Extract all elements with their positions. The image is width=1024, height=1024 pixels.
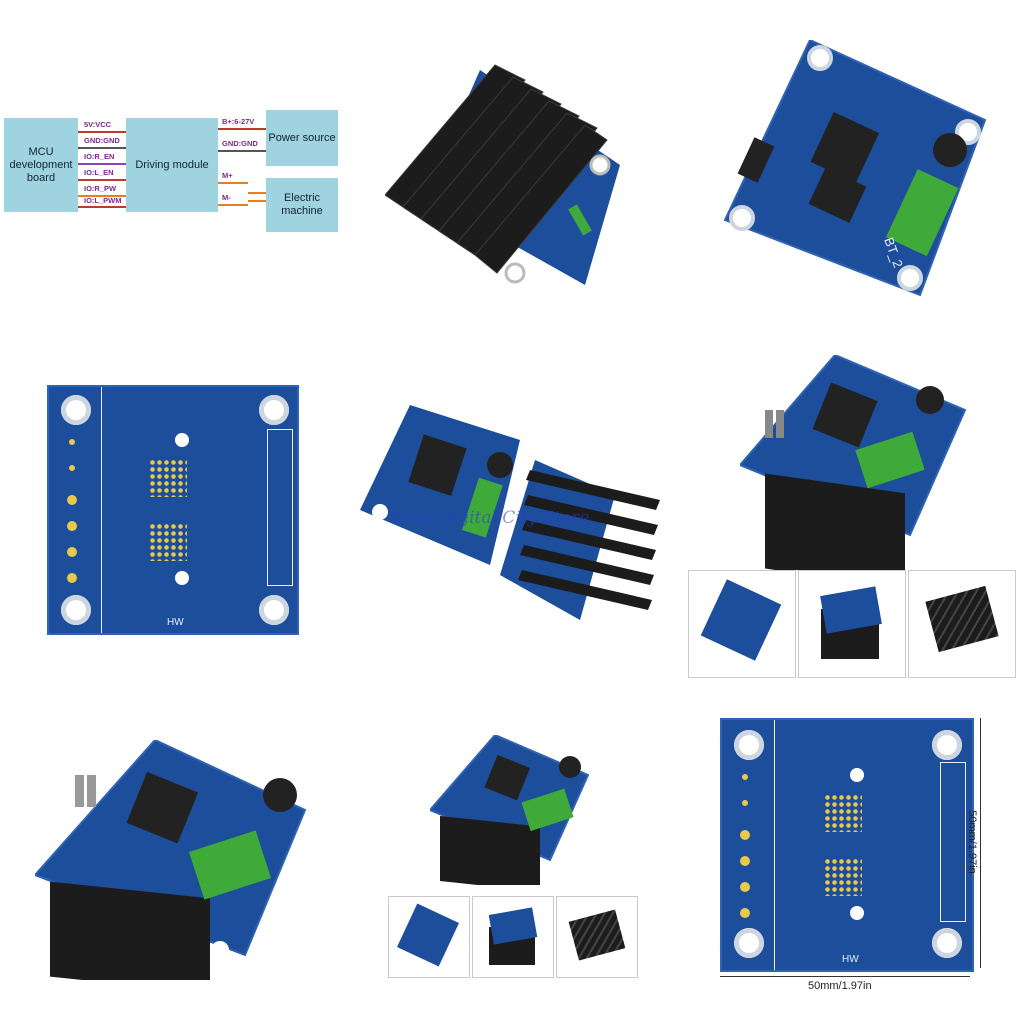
signal-label: B+:6-27V	[222, 117, 255, 126]
signal-label: IO:R_EN	[84, 152, 115, 161]
hw-label: HW	[842, 954, 859, 965]
signal-label: GND:GND	[222, 139, 258, 148]
signal-label: IO:L_EN	[84, 168, 114, 177]
signal-label: 5V:VCC	[84, 120, 112, 129]
mounted-small-illustration	[428, 733, 590, 892]
thumbnail-heatsink[interactable]	[556, 896, 638, 978]
thumbnail-top[interactable]	[688, 570, 796, 678]
height-dimension-label: 50mm/1.97in	[965, 810, 978, 874]
mcu-box: MCU development board	[4, 118, 78, 212]
heatsink-board-illustration	[384, 64, 620, 285]
thumbnail-top[interactable]	[388, 896, 470, 978]
large-mounted-illustration	[33, 738, 307, 994]
product-image-heatsink	[384, 45, 635, 295]
product-image-mounted-small	[428, 733, 590, 892]
product-image-bottom: HW	[47, 385, 299, 635]
pair-illustration	[360, 405, 660, 620]
wiring-diagram: MCU development board Driving module Pow…	[0, 100, 340, 240]
product-image-top-angled: BT_2	[720, 38, 990, 300]
signal-label: M+	[222, 171, 233, 180]
product-image-large-mounted	[33, 738, 310, 994]
watermark-text: Shop Digital City Store	[390, 508, 590, 528]
module-box: Driving module	[126, 118, 218, 212]
motor-box: Electric machine	[266, 178, 338, 232]
width-dimension-label: 50mm/1.97in	[808, 980, 872, 992]
hw-label: HW	[167, 617, 184, 628]
signal-label: IO:L_PWM	[84, 196, 122, 205]
power-box: Power source	[266, 110, 338, 166]
thumbnail-heatsink[interactable]	[908, 570, 1016, 678]
signal-label: GND:GND	[84, 136, 120, 145]
thumbnail-mounted[interactable]	[472, 896, 554, 978]
product-image-dimensions: HW	[720, 718, 974, 972]
mounted-illustration	[738, 353, 967, 589]
signal-label: M-	[222, 193, 231, 202]
signal-label: IO:R_PW	[84, 184, 117, 193]
product-image-mounted	[738, 353, 970, 589]
board-top-illustration	[723, 38, 987, 297]
product-image-pair: Shop Digital City Store	[360, 400, 665, 625]
thumbnail-mounted[interactable]	[798, 570, 906, 678]
